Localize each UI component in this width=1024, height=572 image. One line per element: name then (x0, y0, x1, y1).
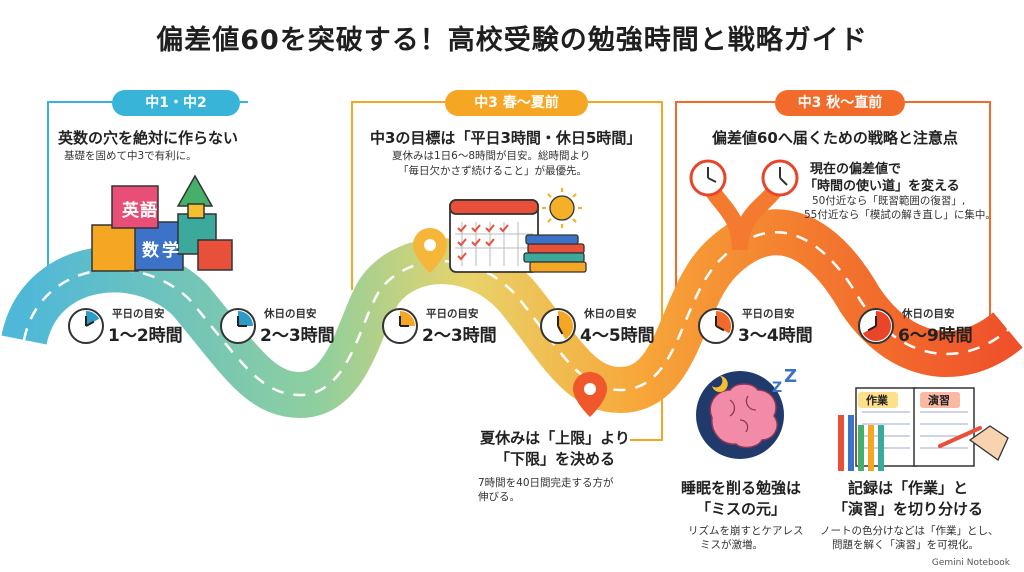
phase-pill-1: 中1・中2 (112, 90, 240, 116)
sleep-callout-sub-1: リズムを崩すとケアレス (688, 525, 804, 537)
sun-icon (542, 188, 582, 228)
clock-value: 4〜5時間 (580, 326, 655, 346)
clock-icon (540, 308, 576, 344)
summer-callout-heading-1: 夏休みは「上限」より (480, 429, 630, 447)
phase3-note-line2: 「時間の使い道」を変える (804, 179, 960, 194)
phase2-sub-line2: 「毎日欠かさず続けること」が最優先。 (398, 165, 587, 177)
phase1-heading: 英数の穴を絶対に作らない (58, 129, 239, 147)
phase-pill-2: 中3 春〜夏前 (445, 90, 588, 116)
block-label-gaku: 学 (162, 241, 179, 261)
books-icon (523, 234, 587, 273)
clock-icon (220, 308, 256, 344)
svg-text:Z: Z (772, 380, 782, 396)
clock-icon (382, 308, 418, 344)
clock-value: 3〜4時間 (738, 326, 813, 346)
phase1-sub: 基礎を固めて中3で有利に。 (64, 150, 197, 162)
map-pin-icon (573, 372, 607, 417)
phase3-heading: 偏差値60へ届くための戦略と注意点 (712, 129, 958, 147)
clock-label: 休日の目安 (584, 308, 637, 320)
clock-fill (238, 311, 253, 326)
clock-value: 6〜9時間 (898, 326, 973, 346)
summer-callout-sub-2: 伸びる。 (478, 491, 520, 503)
phase3-note-small1: 50付近なら「既習範囲の復習」, (812, 195, 966, 207)
record-callout-heading-2: 「演習」を切り分ける (832, 500, 983, 518)
phase-pill-3: 中3 秋〜直前 (775, 90, 905, 116)
clock-icon (68, 308, 104, 344)
connector-phase2 (351, 101, 445, 290)
pencils-icon (838, 415, 884, 471)
clock-label: 休日の目安 (264, 308, 317, 320)
map-pin-icon (413, 228, 447, 273)
block-label-su: 数 (142, 241, 159, 261)
notebook-icon (855, 387, 975, 467)
summer-callout-heading-2: 「下限」を決める (494, 450, 615, 468)
sleep-callout-heading-1: 睡眠を削る勉強は (680, 479, 801, 497)
phase3-note-small2: 55付近なら「模試の解き直し」に集中。 (804, 209, 996, 221)
connector-phase1 (47, 101, 112, 290)
clock-icon (858, 308, 894, 344)
svg-text:Z: Z (784, 366, 797, 387)
clock-icon (689, 159, 727, 197)
record-callout-sub-1: ノートの色分けなどは「作業」とし、 (820, 525, 999, 537)
record-callout-heading-1: 記録は「作業」と (847, 479, 968, 497)
clock-label: 休日の目安 (902, 308, 955, 320)
clock-fill (400, 311, 415, 326)
clock-icon (698, 308, 734, 344)
record-callout-sub-2: 問題を解く「演習」を可視化。 (832, 539, 979, 551)
connector-phase3 (675, 101, 775, 290)
clock-value: 2〜3時間 (260, 326, 335, 346)
phase3-note-line1: 現在の偏差値で (810, 162, 902, 177)
summer-callout-sub-1: 7時間を40日間完走する方が (478, 477, 614, 489)
block-label-ei: 英 (122, 201, 139, 221)
clock-icon (761, 159, 799, 197)
credit-text: Gemini Notebook (931, 558, 1010, 568)
notebook-label-sagyo: 作業 (866, 394, 888, 407)
clock-fill (86, 311, 100, 326)
clock-value: 1〜2時間 (108, 326, 183, 346)
block-label-go: 語 (140, 201, 157, 221)
study-blocks-icon (91, 174, 233, 272)
pen-hand-icon (938, 425, 1009, 461)
sleeping-brain-icon: Z Z (696, 366, 797, 459)
sleep-callout-sub-2: ミスが激増。 (700, 539, 763, 551)
clock-label: 平日の目安 (426, 308, 479, 320)
notebook-label-enshu: 演習 (928, 394, 950, 407)
clock-label: 平日の目安 (112, 308, 165, 320)
sleep-callout-heading-2: 「ミスの元」 (695, 500, 786, 518)
page-title: 偏差値60を突破する！高校受験の勉強時間と戦略ガイド (156, 25, 868, 56)
clock-label: 平日の目安 (742, 308, 795, 320)
phase2-sub-line1: 夏休みは1日6〜8時間が目安。総時間より (392, 150, 591, 162)
calendar-icon (449, 199, 539, 273)
phase2-heading: 中3の目標は「平日3時間・休日5時間」 (370, 129, 642, 147)
clock-value: 2〜3時間 (422, 326, 497, 346)
